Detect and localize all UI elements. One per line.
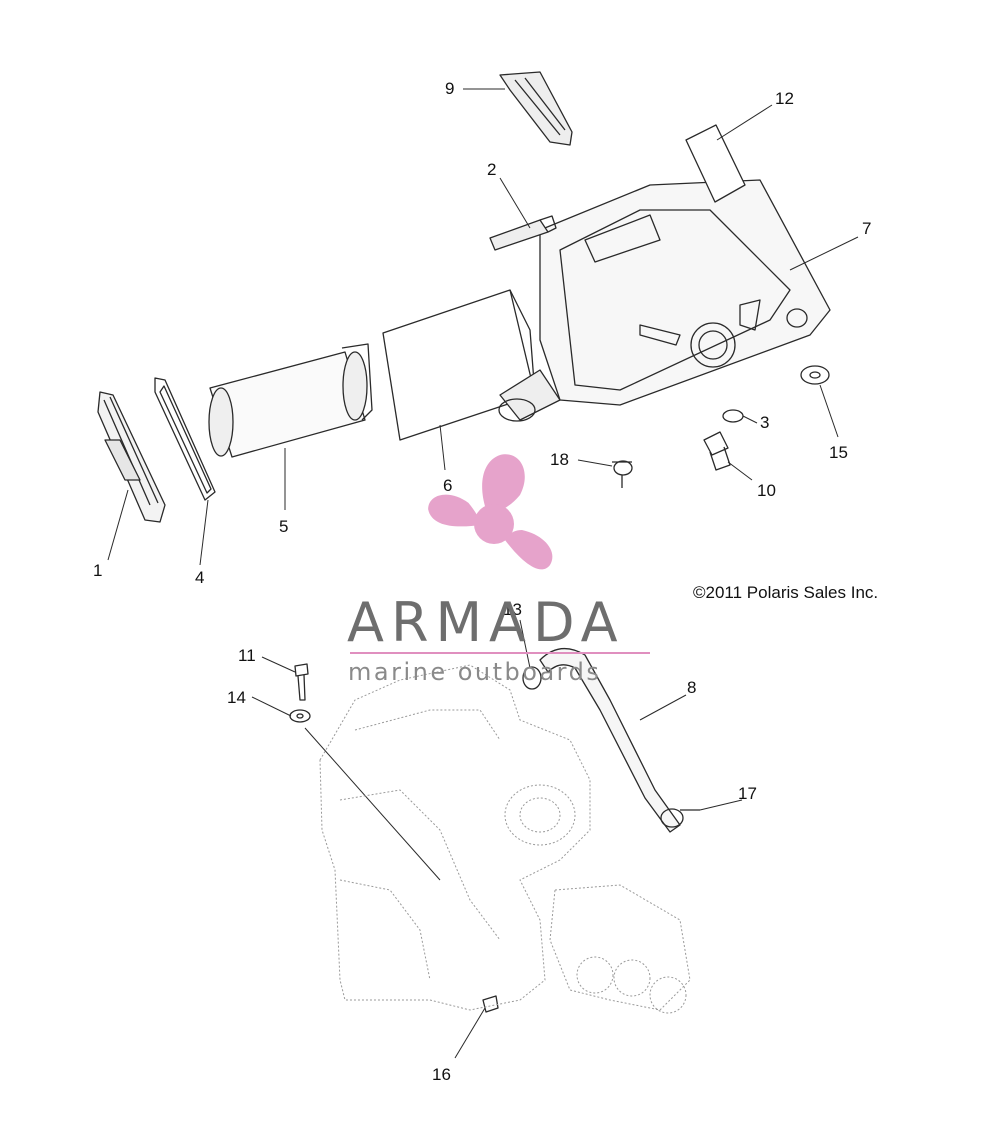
- callout-11: 11: [238, 646, 256, 665]
- leader-lines: [107, 88, 859, 1059]
- callout-10: 10: [757, 481, 776, 500]
- callout-9: 9: [445, 79, 455, 98]
- part-14-washer: [289, 709, 311, 723]
- callout-16: 16: [432, 1065, 451, 1084]
- callout-13: 13: [503, 600, 522, 619]
- part-4-gasket: [154, 377, 216, 501]
- watermark-tagline: marine outboards: [348, 658, 602, 686]
- callout-4: 4: [195, 568, 205, 587]
- callout-15: 15: [829, 443, 848, 462]
- callout-12: 12: [775, 89, 794, 108]
- part-3-oring: [722, 409, 744, 423]
- callout-3: 3: [760, 413, 770, 432]
- part-16-bolt: [482, 995, 499, 1013]
- watermark-propeller-icon: [428, 454, 553, 570]
- part-9-clip: [499, 71, 573, 146]
- part-2-latch: [489, 215, 557, 251]
- callout-6: 6: [443, 476, 453, 495]
- part-8-hose: [539, 648, 681, 833]
- part-11-bolt: [294, 663, 309, 701]
- callout-5: 5: [279, 517, 289, 536]
- part-6-prefilter: [382, 289, 536, 441]
- part-12-foam: [685, 124, 746, 203]
- watermark-divider: [350, 652, 650, 654]
- callout-14: 14: [227, 688, 246, 707]
- part-5-filter: [208, 343, 373, 458]
- engine-reference: [319, 664, 691, 1014]
- callout-2: 2: [487, 160, 497, 179]
- part-7-airbox: [498, 179, 831, 422]
- part-1-cover: [97, 391, 166, 523]
- part-18-clamp: [612, 460, 633, 488]
- callout-18: 18: [550, 450, 569, 469]
- part-10-plug: [703, 431, 731, 471]
- callout-17: 17: [738, 784, 757, 803]
- part-17-clamp: [660, 808, 700, 828]
- callout-1: 1: [93, 561, 103, 580]
- part-13-clamp: [522, 666, 542, 690]
- callout-8: 8: [687, 678, 697, 697]
- callout-7: 7: [862, 219, 872, 238]
- copyright-notice: ©2011 Polaris Sales Inc.: [693, 583, 879, 602]
- watermark-name: ARMADA: [347, 591, 625, 654]
- part-15-grommet: [800, 365, 830, 385]
